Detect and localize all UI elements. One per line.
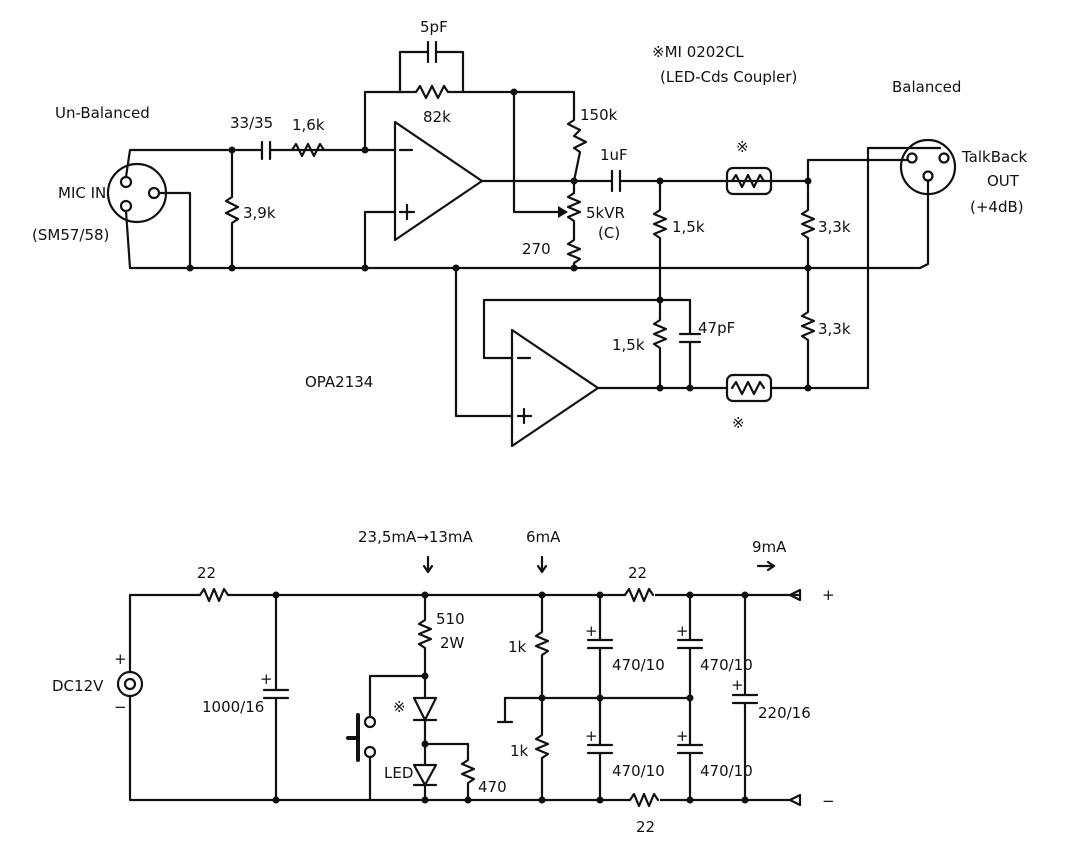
label-current-led: 23,5mA→13mA <box>358 528 474 546</box>
label-minus-in: − <box>114 698 127 716</box>
svg-text:+: + <box>676 727 689 745</box>
label-r-3k3-bottom: 3,3k <box>818 320 851 338</box>
label-opamp: OPA2134 <box>305 373 373 391</box>
label-pot-taper: (C) <box>598 224 620 242</box>
label-unbalanced: Un-Balanced <box>55 104 150 122</box>
svg-text:+: + <box>260 670 273 688</box>
label-cap-470-c: 470/10 <box>700 656 753 674</box>
label-cap-47pf: 47pF <box>698 319 735 337</box>
svg-text:+: + <box>585 727 598 745</box>
svg-text:+: + <box>585 622 598 640</box>
coupler-top <box>725 166 773 196</box>
label-r-1k-bottom: 1k <box>510 742 529 760</box>
dc-jack <box>116 670 144 698</box>
label-current-div: 6mA <box>526 528 561 546</box>
label-cap-470-b: 470/10 <box>612 762 665 780</box>
label-r-1k-top: 1k <box>508 638 527 656</box>
label-cap-input: 33/35 <box>230 114 273 132</box>
label-mic-model: (SM57/58) <box>32 226 109 244</box>
label-r-1k5-top: 1,5k <box>672 218 705 236</box>
label-level: (+4dB) <box>970 198 1024 216</box>
label-cap-470-a: 470/10 <box>612 656 665 674</box>
label-current-out: 9mA <box>752 538 787 556</box>
power-supply-circuit: + + + + + + <box>52 528 835 836</box>
label-r-270: 270 <box>522 240 551 258</box>
label-balanced: Balanced <box>892 78 961 96</box>
svg-text:+: + <box>731 676 744 694</box>
label-coupler-mark-bottom: ※ <box>732 414 745 432</box>
opamp-2 <box>510 328 600 448</box>
label-coupler-desc: (LED-Cds Coupler) <box>660 68 797 86</box>
label-out: OUT <box>987 172 1020 190</box>
label-coupler-mark-top: ※ <box>736 138 749 156</box>
label-r-470: 470 <box>478 778 507 796</box>
label-r-1k5-feedback: 1,5k <box>612 336 645 354</box>
label-r-feedback: 82k <box>423 108 451 126</box>
label-r-3k3-top: 3,3k <box>818 218 851 236</box>
label-coupler-name: ※MI 0202CL <box>652 43 744 61</box>
label-dc: DC12V <box>52 677 104 695</box>
label-r-22-neg: 22 <box>636 818 655 836</box>
label-r-150k: 150k <box>580 106 618 124</box>
mic-preamp-circuit: Un-Balanced MIC IN (SM57/58) 3,9k 33/35 … <box>32 18 1027 448</box>
label-coupler-mark-psu: ※ <box>393 698 406 716</box>
label-r-510-power: 2W <box>440 634 465 652</box>
label-pot: 5kVR <box>586 204 625 222</box>
label-r-22-pos: 22 <box>628 564 647 582</box>
label-plus-in: + <box>114 650 127 668</box>
label-mic-in: MIC IN <box>58 184 106 202</box>
coupler-bottom <box>725 373 773 403</box>
opamp-1 <box>393 120 484 242</box>
label-plus-out: + <box>822 586 835 604</box>
label-cap-1uf: 1uF <box>600 146 628 164</box>
mic-in-xlr-connector <box>106 162 168 224</box>
label-r-input: 3,9k <box>243 204 276 222</box>
label-cap-220: 220/16 <box>758 704 811 722</box>
label-cap-feedback: 5pF <box>420 18 448 36</box>
label-r-22-in: 22 <box>197 564 216 582</box>
label-cap-1000: 1000/16 <box>202 698 264 716</box>
label-talkback: TalkBack <box>961 148 1027 166</box>
svg-text:+: + <box>676 622 689 640</box>
label-minus-out: − <box>822 792 835 810</box>
label-r-510: 510 <box>436 610 465 628</box>
label-cap-470-d: 470/10 <box>700 762 753 780</box>
label-led: LED <box>384 764 413 782</box>
label-r-gain-in: 1,6k <box>292 116 325 134</box>
